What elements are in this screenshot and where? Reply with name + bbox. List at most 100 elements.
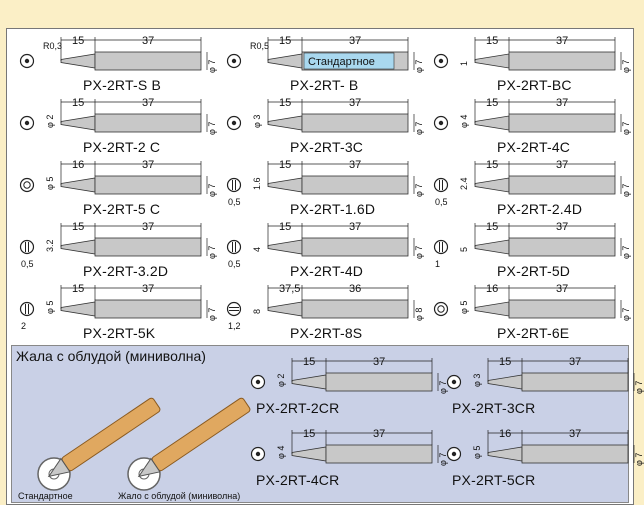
tip-size-label: φ 2 <box>276 374 286 387</box>
length-label-2: 37 <box>349 221 361 233</box>
tip-size-label: 3.2 <box>45 239 55 252</box>
diameter-label: φ 7 <box>621 246 631 259</box>
tip-size-label: φ 3 <box>252 115 262 128</box>
length-label-1: 15 <box>486 221 498 233</box>
tip-size-label: φ 4 <box>459 115 469 128</box>
diameter-label: φ 7 <box>207 246 217 259</box>
tip-model-name: PX-2RT-5K <box>83 325 156 341</box>
length-label-2: 37 <box>349 97 361 109</box>
length-label-1: 15 <box>486 97 498 109</box>
radius-label: R0,3 <box>43 41 62 51</box>
tip-body <box>474 175 616 195</box>
standard-tag: Стандартное <box>303 52 395 70</box>
diameter-label: φ 7 <box>207 60 217 73</box>
tip-size-label: φ 5 <box>45 301 55 314</box>
tip-body <box>60 237 202 257</box>
dimension-lines <box>60 99 202 123</box>
end-view-symbol <box>19 115 35 131</box>
length-label-1: 15 <box>499 356 511 368</box>
dimension-lines <box>487 430 629 454</box>
tip-body <box>474 299 616 319</box>
length-label-1: 15 <box>486 35 498 47</box>
tip-body <box>487 372 629 392</box>
thickness-label: 1 <box>435 259 440 269</box>
length-label-1: 15 <box>279 221 291 233</box>
miniwave-title: Жала с облудой (миниволна) <box>16 348 206 364</box>
tip-size-label: φ 5 <box>459 301 469 314</box>
tip-model-name: PX-2RT-2CR <box>256 400 340 416</box>
tip-size-label: 1.6 <box>252 177 262 190</box>
dimension-lines <box>267 99 409 123</box>
diameter-label: φ 7 <box>621 122 631 135</box>
diameter-label: φ 7 <box>621 308 631 321</box>
tip-model-name: PX-2RT-5CR <box>452 472 536 488</box>
length-label-2: 36 <box>349 283 361 295</box>
end-view-symbol <box>226 177 242 193</box>
length-label-1: 15 <box>303 356 315 368</box>
dimension-lines <box>267 223 409 247</box>
tip-size-label: 4 <box>252 247 262 252</box>
tip-model-name: PX-2RT-5D <box>497 263 571 279</box>
tip-body <box>267 237 409 257</box>
length-label-1: 15 <box>72 283 84 295</box>
tip-body <box>474 113 616 133</box>
tip-model-name: PX-2RT-3CR <box>452 400 536 416</box>
radius-label: R0,5 <box>250 41 269 51</box>
length-label-1: 15 <box>303 428 315 440</box>
length-label-2: 37 <box>142 221 154 233</box>
end-view-symbol <box>250 374 266 390</box>
tip-body <box>60 51 202 71</box>
end-view-symbol <box>446 374 462 390</box>
length-label-2: 37 <box>556 159 568 171</box>
diameter-label: φ 7 <box>414 246 424 259</box>
dimension-lines <box>291 358 433 382</box>
length-label-2: 37 <box>556 221 568 233</box>
length-label-1: 16 <box>72 159 84 171</box>
thickness-label: 0,5 <box>21 259 34 269</box>
dimension-lines <box>267 161 409 185</box>
tip-body <box>291 444 433 464</box>
length-label-1: 15 <box>72 221 84 233</box>
tip-model-name: PX-2RT-8S <box>290 325 363 341</box>
tip-model-name: PX-2RT-4CR <box>256 472 340 488</box>
caption-miniwave: Жало с облудой (миниволна) <box>118 491 241 501</box>
diameter-label: φ 7 <box>438 453 448 466</box>
end-view-symbol <box>19 301 35 317</box>
tip-model-name: PX-2RT-BC <box>497 77 572 93</box>
tip-model-name: PX-2RT-3C <box>290 139 364 155</box>
thickness-label: 0,5 <box>435 197 448 207</box>
length-label-2: 37 <box>556 97 568 109</box>
tip-size-label: φ 3 <box>472 374 482 387</box>
tip-body <box>474 51 616 71</box>
length-label-2: 37 <box>349 35 361 47</box>
dimension-lines <box>60 223 202 247</box>
length-label-2: 37 <box>142 97 154 109</box>
tip-model-name: PX-2RT-6E <box>497 325 570 341</box>
tip-size-label: φ 2 <box>45 115 55 128</box>
tip-body <box>60 299 202 319</box>
end-view-symbol <box>19 177 35 193</box>
tip-model-name: PX-2RT-2 C <box>83 139 161 155</box>
end-view-symbol <box>226 115 242 131</box>
diameter-label: φ 7 <box>414 60 424 73</box>
diameter-label: φ 7 <box>207 184 217 197</box>
